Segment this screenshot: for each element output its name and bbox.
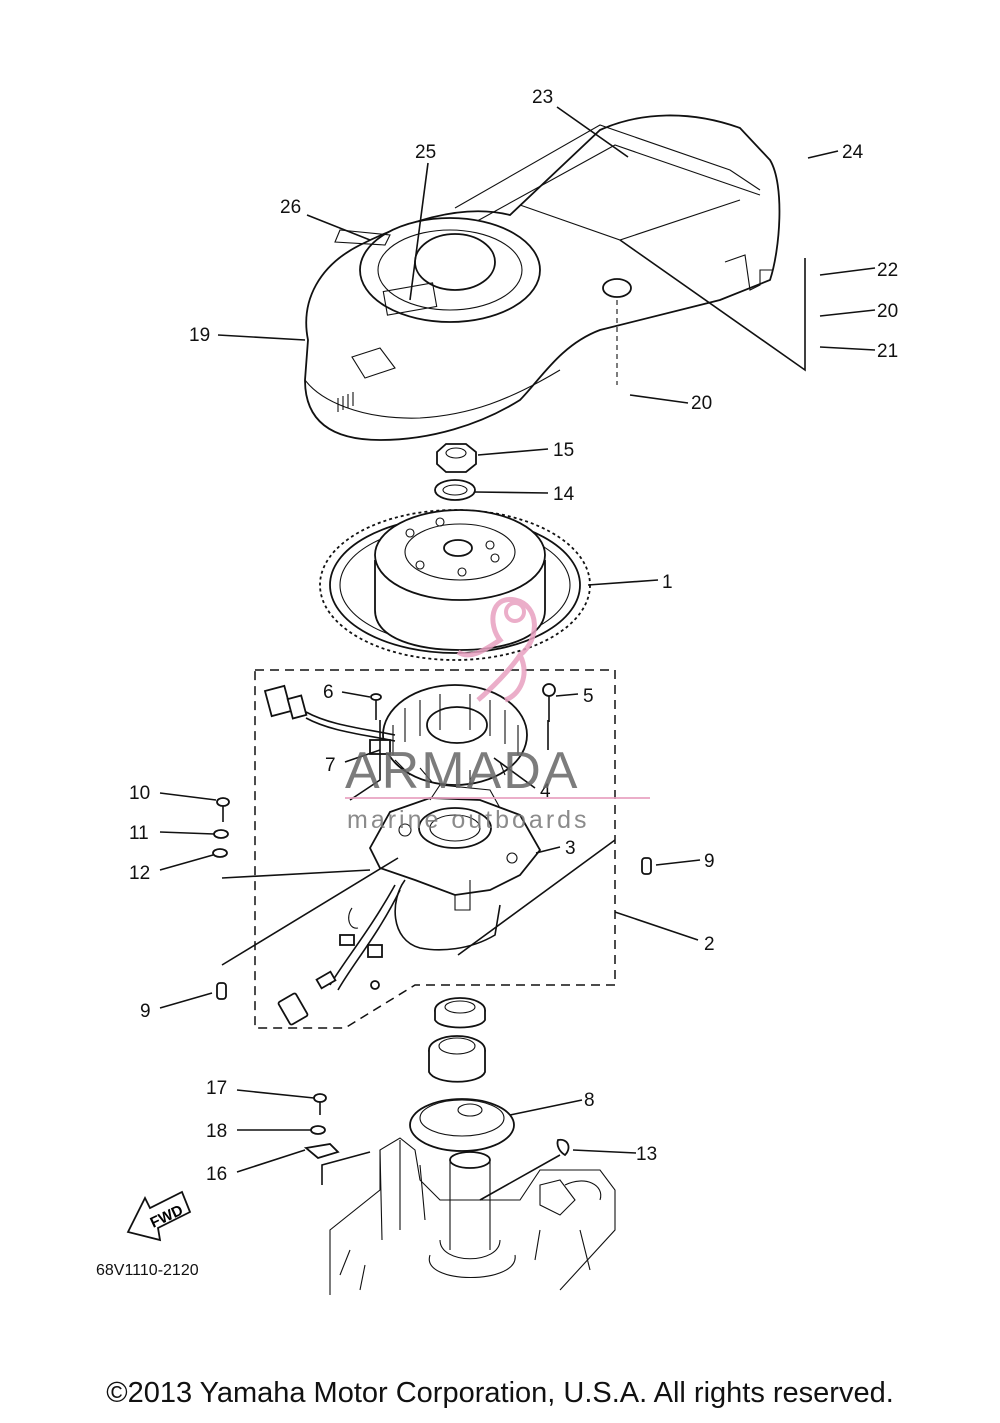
- spacer-gear: [428, 1035, 486, 1083]
- flywheel-washer: [434, 479, 476, 501]
- fwd-arrow-icon: FWD: [126, 1190, 192, 1242]
- callout-9-right: 9: [704, 851, 715, 872]
- screw-6: [370, 693, 382, 720]
- callout-10: 10: [129, 783, 150, 804]
- callout-26: 26: [280, 197, 301, 218]
- callout-15: 15: [553, 440, 574, 461]
- callout-3: 3: [565, 838, 576, 859]
- flywheel-nut: [436, 443, 477, 473]
- callout-1: 1: [662, 572, 673, 593]
- washer-18: [310, 1125, 326, 1135]
- callout-labels: 23 24 25 26 19 22 20 21 20 15 14 1 6 5 7…: [96, 87, 898, 1279]
- callout-14: 14: [553, 484, 575, 505]
- callout-25: 25: [415, 142, 436, 163]
- watermark-tagline: marine outboards: [347, 806, 590, 834]
- leader-lines: [159, 106, 876, 1201]
- watermark-brand: ARMADA: [345, 742, 579, 800]
- stator-coil: [382, 684, 528, 786]
- bolt-10: [216, 797, 230, 822]
- plate-16: [303, 1143, 340, 1160]
- washer-12: [212, 848, 228, 858]
- pulser-plate-8: [409, 1098, 515, 1152]
- armada-watermark: ARMADA marine outboards: [345, 597, 650, 834]
- callout-4: 4: [540, 781, 551, 802]
- screw-17: [313, 1093, 327, 1115]
- flywheel-magneto: [319, 509, 591, 661]
- callout-17: 17: [206, 1078, 227, 1099]
- callout-13: 13: [636, 1144, 657, 1165]
- dowel-pin-left: [216, 982, 227, 1000]
- watermark-logo-icon: [456, 597, 537, 703]
- woodruff-key-13: [556, 1138, 570, 1157]
- callout-18: 18: [206, 1121, 227, 1142]
- callout-24: 24: [842, 142, 864, 163]
- washer-11: [213, 829, 229, 839]
- wiring-harness: [277, 879, 501, 1026]
- callout-21: 21: [877, 341, 898, 362]
- callout-8: 8: [584, 1090, 595, 1111]
- callout-9-left: 9: [140, 1001, 151, 1022]
- crankcase: [329, 1137, 616, 1295]
- callout-6: 6: [323, 682, 334, 703]
- callout-12: 12: [129, 863, 150, 884]
- diagram-part-code: 68V1110-2120: [96, 1262, 199, 1279]
- callout-20-lower: 20: [691, 393, 712, 414]
- callout-5: 5: [583, 686, 594, 707]
- collar: [434, 997, 486, 1029]
- screw-5: [542, 683, 556, 722]
- callout-20-upper: 20: [877, 301, 898, 322]
- callout-23: 23: [532, 87, 553, 108]
- callout-19: 19: [189, 325, 210, 346]
- dowel-pin-right: [641, 857, 652, 875]
- callout-11: 11: [129, 823, 149, 844]
- copyright-notice: ©2013 Yamaha Motor Corporation, U.S.A. A…: [106, 1377, 894, 1409]
- callout-22: 22: [877, 260, 898, 281]
- stator-base-plate: [368, 784, 542, 911]
- flywheel-cover: [304, 114, 781, 441]
- callout-16: 16: [206, 1164, 227, 1185]
- callout-7: 7: [325, 755, 336, 776]
- stator-assembly-outline: [254, 669, 616, 1029]
- callout-2: 2: [704, 934, 715, 955]
